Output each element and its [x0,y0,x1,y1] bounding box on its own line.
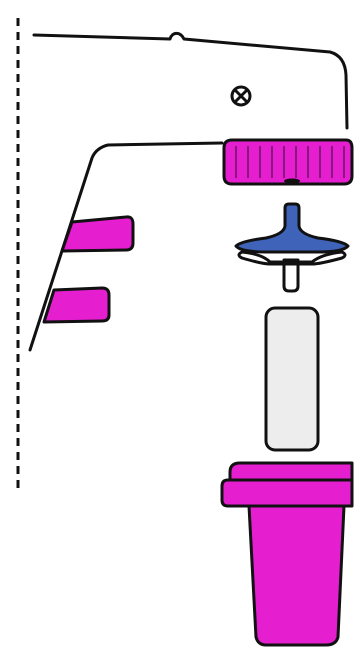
sample-cartridge [264,306,320,452]
instrument-body [28,31,349,352]
screw-x-icon [230,85,252,107]
adapter-sleeve [220,461,354,647]
grip-tab-upper [60,215,135,253]
grip-tab-lower [42,286,111,324]
valve-connector [234,202,350,293]
lock-nut [222,138,354,186]
